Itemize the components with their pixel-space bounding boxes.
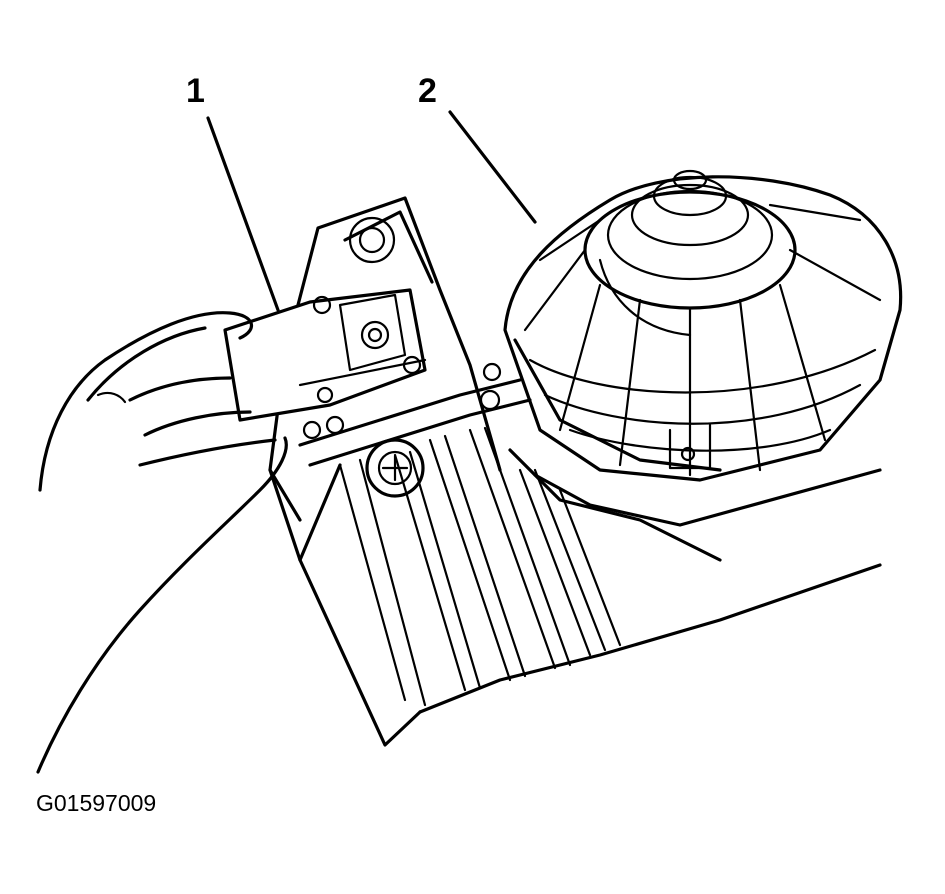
callout-label-2: 2 [418,72,437,110]
figure-id: G01597009 [36,790,157,816]
leader-line-1 [206,116,280,312]
hand [36,311,288,774]
blower-motor-resistor [223,288,427,422]
blower-motor-assembly [503,169,903,562]
leader-line-2 [448,110,537,224]
hvac-duct-case [268,196,882,747]
callout-label-1: 1 [186,72,205,110]
